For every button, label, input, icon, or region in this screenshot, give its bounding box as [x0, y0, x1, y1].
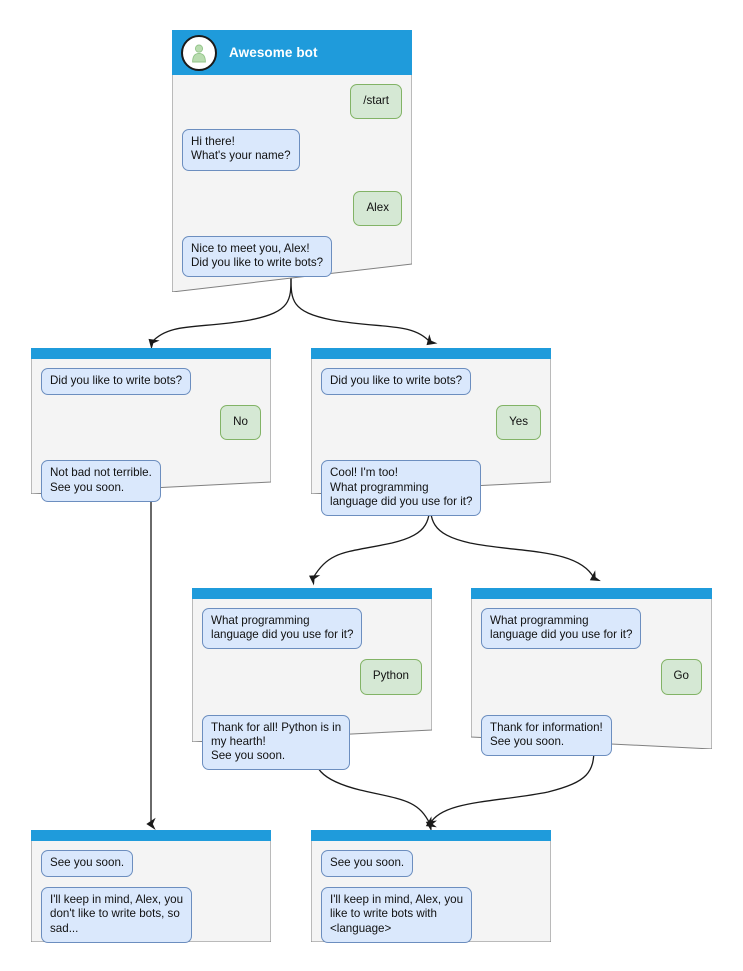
message-row: What programming language did you use fo… [202, 608, 422, 650]
message-row: Hi there! What's your name? [182, 129, 402, 171]
node-answer-yes[interactable]: Did you like to write bots? Yes Cool! I'… [311, 348, 551, 517]
user-bubble[interactable]: Python [359, 659, 422, 695]
user-bubble[interactable]: /start [350, 84, 402, 120]
node-end-yes-chat: See you soon. I'll keep in mind, Alex, y… [311, 841, 551, 953]
node-start-header: Awesome bot [172, 30, 412, 75]
message-row: No [41, 405, 261, 441]
node-lang-python-header [192, 588, 432, 599]
message-row: What programming language did you use fo… [481, 608, 702, 650]
message-row: Thank for all! Python is in my hearth! S… [202, 714, 422, 771]
node-answer-yes-chat: Did you like to write bots? Yes Cool! I'… [311, 359, 551, 526]
user-bubble[interactable]: Go [660, 659, 702, 695]
message-row: Thank for information! See you soon. [481, 714, 702, 757]
user-bubble[interactable]: Yes [496, 405, 541, 441]
bot-bubble[interactable]: Did you like to write bots? [41, 368, 192, 396]
message-row: Nice to meet you, Alex! Did you like to … [182, 235, 402, 278]
node-lang-python-chat: What programming language did you use fo… [192, 599, 432, 780]
bot-name-label: Awesome bot [229, 45, 318, 60]
message-row: I'll keep in mind, Alex, you like to wri… [321, 887, 541, 943]
node-end-no-chat: See you soon. I'll keep in mind, Alex, y… [31, 841, 271, 953]
node-end-no-header [31, 830, 271, 841]
message-row: Yes [321, 405, 541, 441]
spacer [41, 450, 261, 460]
message-row: Go [481, 659, 702, 695]
bot-bubble[interactable]: I'll keep in mind, Alex, you like to wri… [321, 887, 473, 943]
bot-bubble[interactable]: Did you like to write bots? [321, 368, 472, 396]
bot-bubble[interactable]: Nice to meet you, Alex! Did you like to … [182, 235, 333, 278]
node-lang-go-header [471, 588, 712, 599]
spacer [202, 705, 422, 715]
bot-bubble[interactable]: Not bad not terrible. See you soon. [41, 460, 161, 502]
message-row: Python [202, 659, 422, 695]
bot-bubble[interactable]: Hi there! What's your name? [182, 129, 300, 171]
user-bubble[interactable]: No [220, 405, 261, 441]
bot-bubble[interactable]: Cool! I'm too! What programming language… [321, 460, 482, 517]
spacer [321, 450, 541, 460]
node-answer-no-chat: Did you like to write bots? No Not bad n… [31, 359, 271, 512]
node-lang-python[interactable]: What programming language did you use fo… [192, 588, 432, 771]
node-end-no[interactable]: See you soon. I'll keep in mind, Alex, y… [31, 830, 271, 943]
bot-bubble[interactable]: Thank for all! Python is in my hearth! S… [202, 714, 351, 771]
bot-bubble[interactable]: I'll keep in mind, Alex, you don't like … [41, 887, 193, 943]
message-row: Not bad not terrible. See you soon. [41, 460, 261, 502]
bot-bubble[interactable]: Thank for information! See you soon. [481, 714, 612, 757]
node-start[interactable]: Awesome bot /start Hi there! What's your… [172, 30, 412, 292]
user-bubble[interactable]: Alex [353, 190, 402, 226]
bot-bubble[interactable]: See you soon. [321, 850, 414, 878]
message-row: Alex [182, 190, 402, 226]
message-row: See you soon. [41, 850, 261, 878]
message-row: Cool! I'm too! What programming language… [321, 460, 541, 517]
node-answer-yes-header [311, 348, 551, 359]
message-row: See you soon. [321, 850, 541, 878]
bot-bubble[interactable]: What programming language did you use fo… [202, 608, 363, 650]
spacer [481, 705, 702, 715]
node-start-chat: /start Hi there! What's your name? Alex … [172, 75, 412, 287]
node-end-yes[interactable]: See you soon. I'll keep in mind, Alex, y… [311, 830, 551, 943]
node-answer-no[interactable]: Did you like to write bots? No Not bad n… [31, 348, 271, 502]
bot-bubble[interactable]: See you soon. [41, 850, 134, 878]
message-row: /start [182, 84, 402, 120]
node-answer-no-header [31, 348, 271, 359]
node-lang-go[interactable]: What programming language did you use fo… [471, 588, 712, 757]
person-icon [192, 44, 206, 62]
message-row: Did you like to write bots? [41, 368, 261, 396]
spacer [182, 181, 402, 191]
bot-avatar [181, 34, 217, 71]
node-lang-go-chat: What programming language did you use fo… [471, 599, 712, 766]
bot-bubble[interactable]: What programming language did you use fo… [481, 608, 642, 650]
message-row: Did you like to write bots? [321, 368, 541, 396]
message-row: I'll keep in mind, Alex, you don't like … [41, 887, 261, 943]
node-end-yes-header [311, 830, 551, 841]
